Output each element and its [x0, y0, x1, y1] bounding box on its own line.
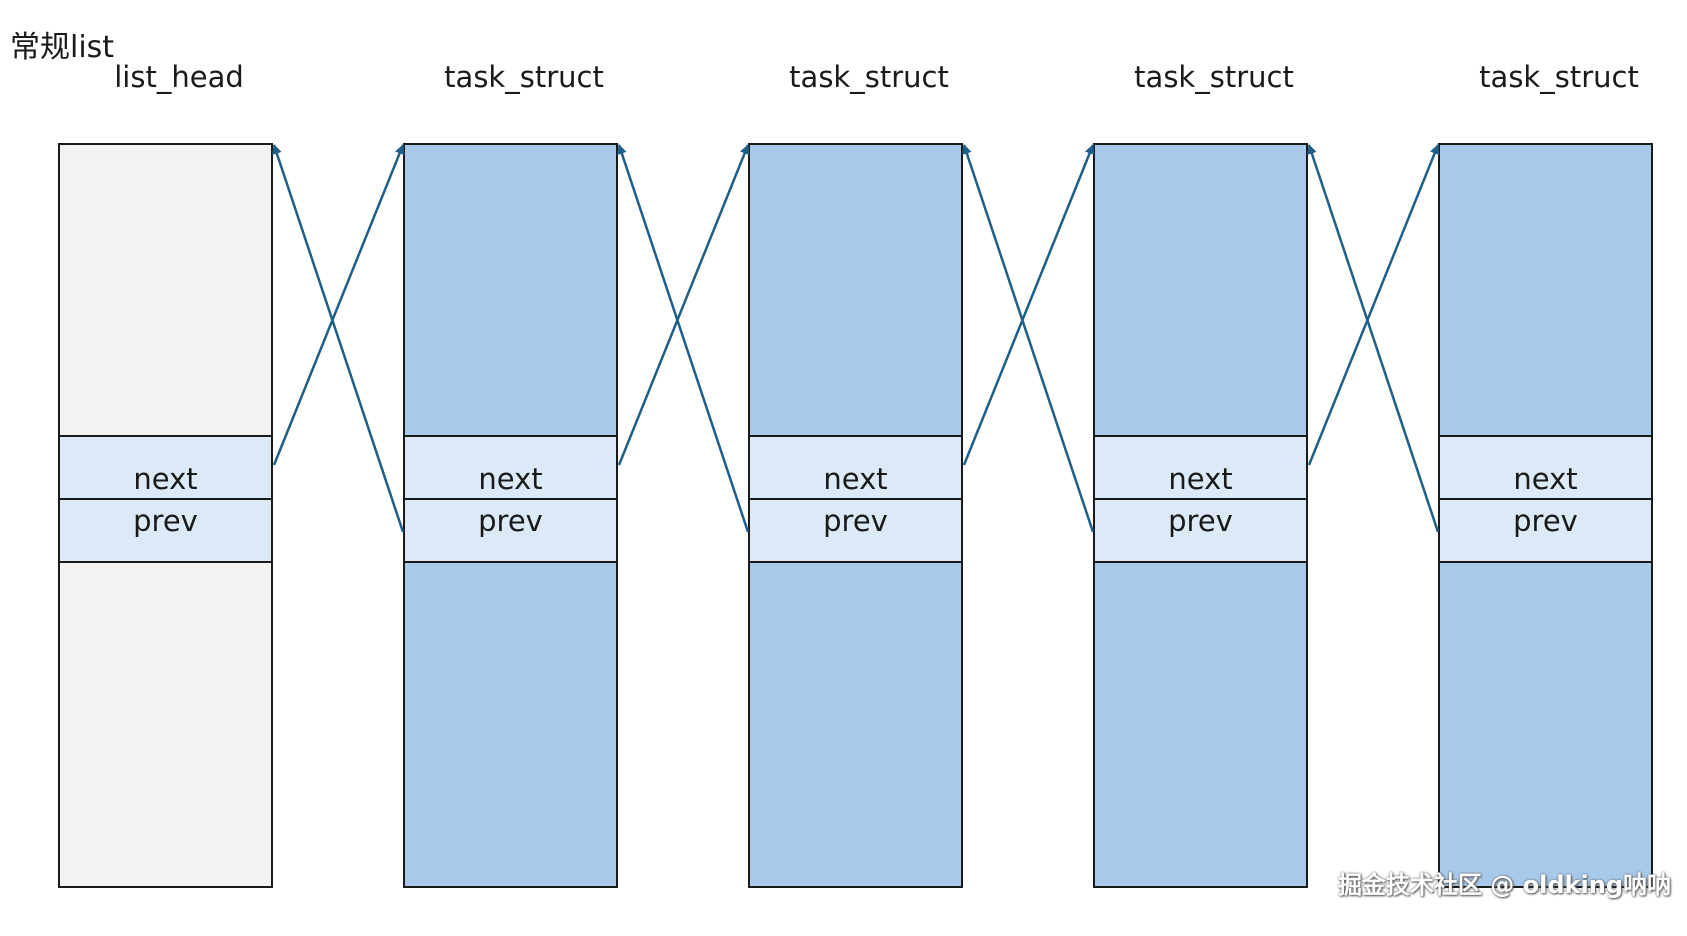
prev-field: prev [1093, 498, 1308, 563]
watermark: 掘金技术社区 @ oldking呐呐 [1337, 871, 1671, 899]
next-field: next [1438, 435, 1653, 500]
diagram-title: 常规list [10, 30, 115, 65]
next-arrow-1 [272, 144, 405, 466]
prev-label: prev [1168, 504, 1233, 538]
prev-label: prev [478, 504, 543, 538]
next-label: next [1168, 462, 1233, 496]
node-label-task-struct-4: task_struct [1479, 60, 1639, 94]
next-label: next [1513, 462, 1578, 496]
prev-field: prev [58, 498, 273, 563]
task-struct-node-2: next prev [748, 143, 963, 888]
task-struct-node-3: next prev [1093, 143, 1308, 888]
prev-arrow-1 [272, 144, 405, 533]
task-struct-node-1: next prev [403, 143, 618, 888]
node-label-list-head: list_head [114, 60, 244, 94]
node-label-task-struct-1: task_struct [444, 60, 604, 94]
prev-label: prev [133, 504, 198, 538]
prev-field: prev [748, 498, 963, 563]
list-head-node: next prev [58, 143, 273, 888]
node-label-task-struct-2: task_struct [789, 60, 949, 94]
prev-field: prev [1438, 498, 1653, 563]
next-arrow-4 [1307, 144, 1440, 466]
next-arrow-3 [962, 144, 1095, 466]
prev-field: prev [403, 498, 618, 563]
next-label: next [133, 462, 198, 496]
prev-arrow-2 [617, 144, 750, 533]
prev-label: prev [1513, 504, 1578, 538]
next-label: next [823, 462, 888, 496]
prev-arrow-4 [1307, 144, 1440, 533]
next-label: next [478, 462, 543, 496]
prev-label: prev [823, 504, 888, 538]
node-label-task-struct-3: task_struct [1134, 60, 1294, 94]
task-struct-node-4: next prev [1438, 143, 1653, 888]
prev-arrow-3 [962, 144, 1095, 533]
next-arrow-2 [617, 144, 750, 466]
